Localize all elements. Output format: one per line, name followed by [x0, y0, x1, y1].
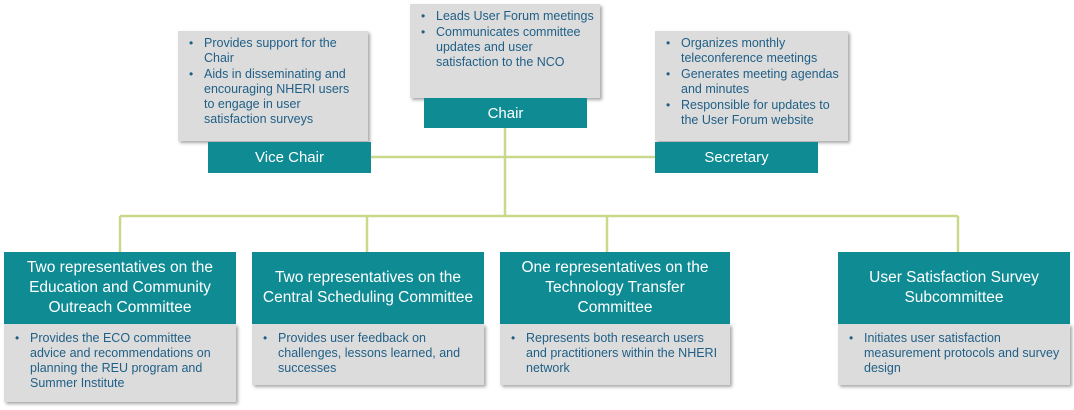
survey-subcommittee-box: User Satisfaction Survey Subcommittee: [838, 252, 1070, 324]
tech-transfer-committee-duties-box: Represents both research users and pract…: [500, 324, 730, 385]
eco-committee-duties-box: Provides the ECO committee advice and re…: [4, 324, 236, 402]
secretary-duty-item: Generates meeting agendas and minutes: [661, 67, 842, 97]
vice-chair-duty-item: Provides support for the Chair: [184, 36, 362, 66]
eco-committee-box: Two representatives on the Education and…: [4, 252, 236, 324]
chair-box: Chair: [424, 98, 587, 128]
chair-duties-box: Leads User Forum meetings Communicates c…: [410, 4, 600, 98]
survey-subcommittee-duty-item: Initiates user satisfaction measurement …: [844, 331, 1064, 376]
vice-chair-duty-item: Aids in disseminating and encouraging NH…: [184, 67, 362, 127]
tech-transfer-committee-duty-item: Represents both research users and pract…: [506, 331, 724, 376]
tech-transfer-committee-box: One representatives on the Technology Tr…: [500, 252, 730, 324]
secretary-box: Secretary: [655, 142, 818, 173]
vice-chair-duties-box: Provides support for the Chair Aids in d…: [178, 31, 368, 141]
vice-chair-box: Vice Chair: [208, 142, 371, 173]
secretary-duty-item: Organizes monthly teleconference meeting…: [661, 36, 842, 66]
chair-duty-item: Communicates committee updates and user …: [416, 25, 594, 70]
chair-duty-item: Leads User Forum meetings: [416, 9, 594, 24]
secretary-duty-item: Responsible for updates to the User Foru…: [661, 98, 842, 128]
scheduling-committee-duty-item: Provides user feedback on challenges, le…: [258, 331, 478, 376]
survey-subcommittee-duties-box: Initiates user satisfaction measurement …: [838, 324, 1070, 385]
scheduling-committee-box: Two representatives on the Central Sched…: [252, 252, 484, 324]
eco-committee-duty-item: Provides the ECO committee advice and re…: [10, 331, 230, 391]
scheduling-committee-duties-box: Provides user feedback on challenges, le…: [252, 324, 484, 385]
secretary-duties-box: Organizes monthly teleconference meeting…: [655, 31, 848, 141]
